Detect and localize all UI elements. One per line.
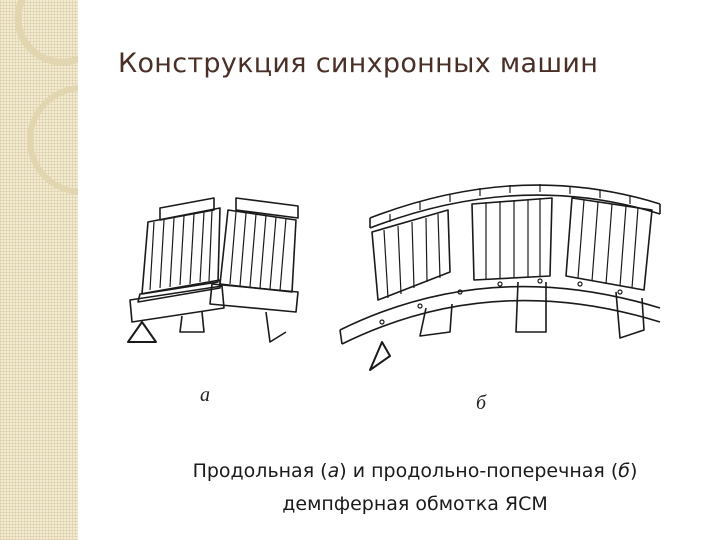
caption-ref-a: а bbox=[327, 460, 340, 482]
decorative-side-strip bbox=[0, 0, 78, 540]
caption-text-3: ) bbox=[630, 460, 638, 482]
figure-label-b: б bbox=[476, 392, 487, 414]
caption-text-1: Продольная ( bbox=[192, 460, 328, 482]
pole-b-group bbox=[339, 184, 661, 371]
figure-label-a: а bbox=[200, 384, 210, 406]
caption-line-2: демпферная обмотка ЯСМ bbox=[282, 493, 548, 515]
caption-line-1: Продольная (а) и продольно-поперечная (б… bbox=[130, 455, 700, 488]
pole-a-left bbox=[127, 197, 225, 343]
caption-text-2: ) и продольно-поперечная ( bbox=[339, 460, 619, 482]
figure-caption: Продольная (а) и продольно-поперечная (б… bbox=[130, 455, 700, 521]
pole-a-right bbox=[209, 197, 299, 343]
caption-ref-b: б bbox=[618, 460, 631, 482]
damper-winding-figure bbox=[127, 184, 661, 371]
decorative-circles bbox=[14, 0, 78, 195]
slide-title: Конструкция синхронных машин bbox=[118, 48, 599, 79]
